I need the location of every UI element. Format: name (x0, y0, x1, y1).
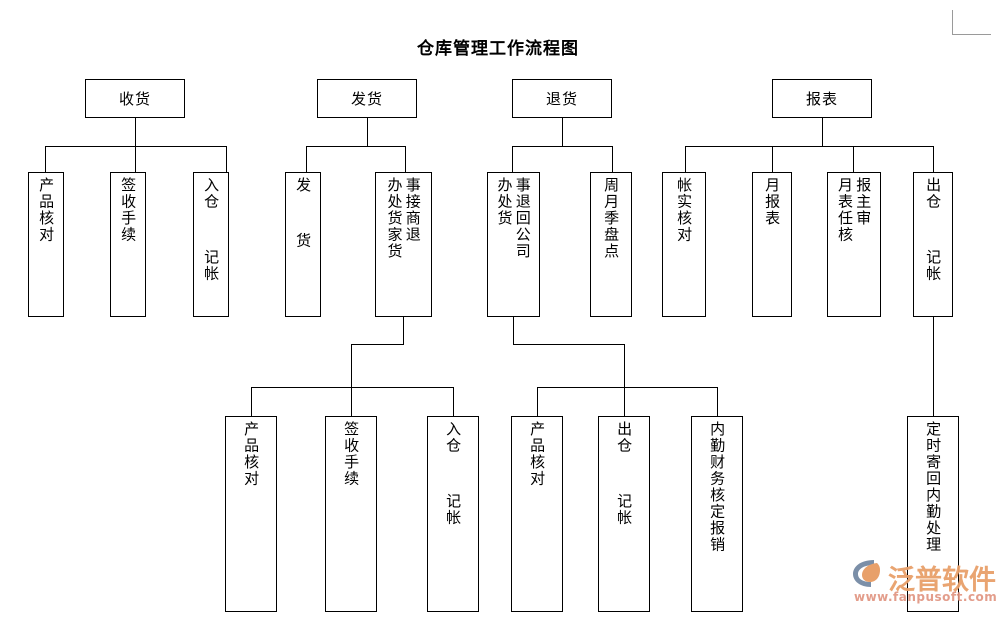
node-receiving-label: 收货 (118, 90, 151, 108)
node-returns-label: 退货 (545, 90, 578, 108)
connector-returns-bus (512, 146, 612, 147)
node-b-out2-label: 出仓 记帐 (615, 421, 634, 526)
node-reports-label: 报表 (805, 90, 838, 108)
connector-shipsub-child-3 (453, 387, 454, 416)
connector-reports-bus (685, 146, 933, 147)
node-ship-return[interactable]: 事接商退 办处货家货 (375, 172, 432, 317)
node-ret-company-label-col2: 办处货 (495, 177, 514, 227)
node-b-mail-label: 定时寄回内勤处理 (924, 421, 943, 553)
connector-repout-to-mail (933, 317, 934, 416)
connector-returns-child-1 (512, 146, 513, 172)
connector-reports-child-2 (772, 146, 773, 172)
node-b-mail[interactable]: 定时寄回内勤处理 (907, 416, 959, 612)
connector-shipsub-jog (351, 344, 404, 345)
page-corner-mark (952, 10, 991, 35)
node-rep-audit-label: 帐实核对 (675, 177, 694, 243)
node-b-sign1[interactable]: 签收手续 (325, 416, 377, 612)
node-rep-out[interactable]: 出仓 记帐 (913, 172, 953, 317)
connector-reports-child-4 (933, 146, 934, 172)
connector-shipping-stem (367, 118, 368, 146)
connector-retsub-child-1 (537, 387, 538, 416)
node-receiving[interactable]: 收货 (85, 79, 185, 118)
node-recv-sign-label: 签收手续 (119, 177, 138, 243)
node-returns[interactable]: 退货 (512, 79, 612, 118)
node-recv-store-label: 入仓 记帐 (202, 177, 221, 282)
connector-receiving-stem (135, 118, 136, 146)
node-ret-stock-label: 周月季盘点 (602, 177, 621, 260)
connector-reports-stem (822, 118, 823, 146)
node-rep-audit[interactable]: 帐实核对 (662, 172, 706, 317)
node-ship-out[interactable]: 发 货 (285, 172, 321, 317)
connector-shipsub-child-2 (351, 387, 352, 416)
node-rep-out-label: 出仓 记帐 (924, 177, 943, 282)
connector-returns-child-2 (612, 146, 613, 172)
connector-shipsub-drop (351, 344, 352, 387)
node-reports[interactable]: 报表 (772, 79, 872, 118)
connector-returns-stem (562, 118, 563, 146)
node-recv-store[interactable]: 入仓 记帐 (193, 172, 229, 317)
node-rep-review[interactable]: 报主审 月表任核 (827, 172, 881, 317)
fanpu-logo-icon (853, 560, 880, 587)
node-ship-return-label-col2: 办处货家货 (385, 177, 404, 260)
node-b-store1-label: 入仓 记帐 (444, 421, 463, 526)
connector-retsub-bus (537, 387, 717, 388)
node-shipping[interactable]: 发货 (317, 79, 417, 118)
node-rep-review-label-col2: 月表任核 (836, 177, 854, 243)
node-recv-check[interactable]: 产品核对 (28, 172, 64, 317)
connector-retsub-child-2 (624, 387, 625, 416)
connector-shipsub-bus (251, 387, 453, 388)
connector-shipping-child-1 (306, 146, 307, 172)
node-ret-company[interactable]: 事退回公司 办处货 (487, 172, 540, 317)
connector-retsub-drop (624, 344, 625, 387)
connector-shipsub-stem (403, 317, 404, 344)
connector-retsub-stem (513, 317, 514, 344)
node-rep-monthly[interactable]: 月报表 (752, 172, 792, 317)
node-b-check1-label: 产品核对 (242, 421, 261, 487)
node-ship-return-label-col1: 事接商退 (403, 177, 422, 243)
node-b-finance-label: 内勤财务核定报销 (708, 421, 727, 553)
node-rep-review-label-col1: 报主审 (854, 177, 873, 227)
node-shipping-label: 发货 (350, 90, 383, 108)
node-b-check2[interactable]: 产品核对 (511, 416, 563, 612)
connector-shipping-child-2 (405, 146, 406, 172)
connector-reports-child-1 (685, 146, 686, 172)
node-ret-stock[interactable]: 周月季盘点 (590, 172, 632, 317)
node-recv-sign[interactable]: 签收手续 (110, 172, 146, 317)
node-b-finance[interactable]: 内勤财务核定报销 (691, 416, 743, 612)
node-b-store1[interactable]: 入仓 记帐 (427, 416, 479, 612)
connector-retsub-child-3 (717, 387, 718, 416)
page-title: 仓库管理工作流程图 (417, 39, 579, 59)
connector-receiving-child-1 (45, 146, 46, 172)
node-b-sign1-label: 签收手续 (342, 421, 361, 487)
connector-retsub-jog (513, 344, 625, 345)
node-b-check2-label: 产品核对 (528, 421, 547, 487)
connector-shipsub-child-1 (251, 387, 252, 416)
connector-reports-child-3 (853, 146, 854, 172)
node-rep-monthly-label: 月报表 (763, 177, 782, 227)
node-recv-check-label: 产品核对 (37, 177, 56, 243)
node-b-out2[interactable]: 出仓 记帐 (598, 416, 650, 612)
connector-receiving-child-2 (135, 146, 136, 172)
connector-receiving-child-3 (226, 146, 227, 172)
node-b-check1[interactable]: 产品核对 (225, 416, 277, 612)
connector-shipping-bus (306, 146, 405, 147)
node-ret-company-label-col1: 事退回公司 (513, 177, 532, 260)
node-ship-out-label: 发 货 (294, 177, 313, 249)
